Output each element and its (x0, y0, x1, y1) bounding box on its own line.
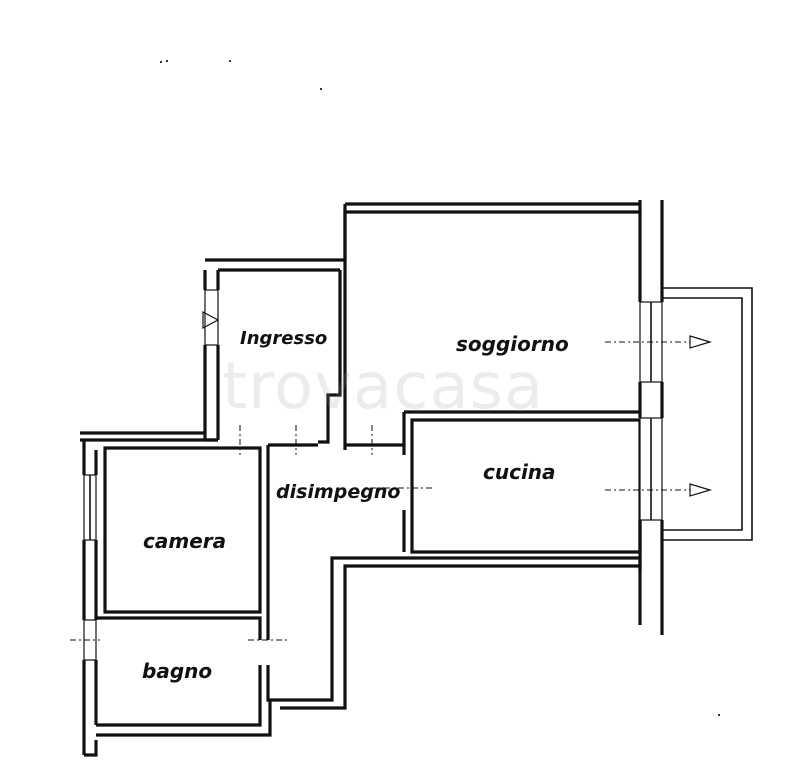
specks (160, 60, 720, 716)
room-label-cucina: cucina (483, 460, 556, 484)
watermark: trovacasa (222, 350, 545, 424)
room-label-camera: camera (143, 529, 227, 553)
room-label-bagno: bagno (142, 659, 213, 683)
door-axes (70, 335, 713, 641)
room-label-disimpegno: disimpegno (276, 481, 401, 503)
room-label-soggiorno: soggiorno (456, 332, 569, 356)
room-label-ingresso: Ingresso (240, 328, 328, 349)
outer-walls (80, 200, 753, 757)
openings (83, 289, 663, 661)
